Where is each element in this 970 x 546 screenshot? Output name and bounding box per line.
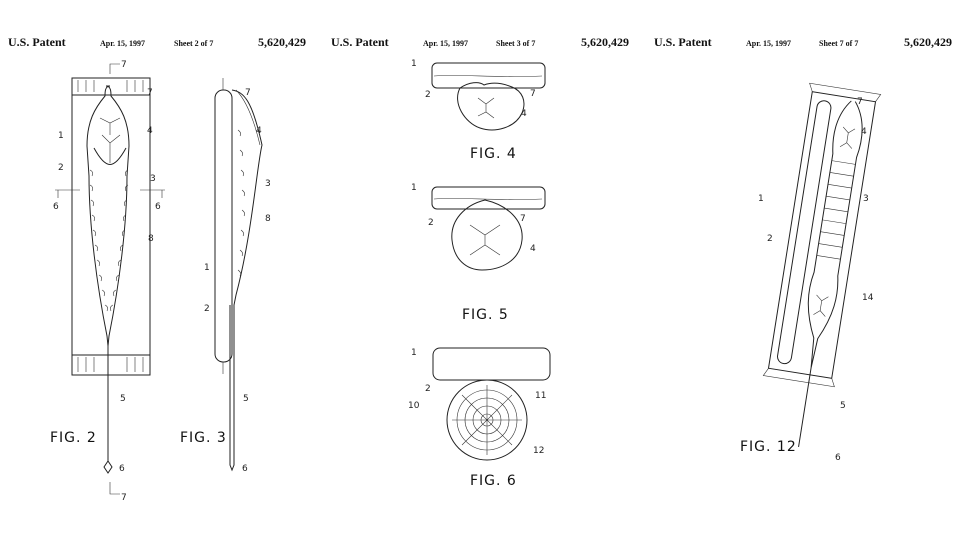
patent-label: U.S. Patent [331, 35, 389, 49]
ref-numeral: 2 [204, 304, 210, 314]
ref-numeral: 11 [535, 391, 546, 401]
ref-numeral: 7 [530, 89, 536, 99]
figure-caption: FIG. 2 [50, 430, 97, 446]
figure-5: 1 2 7 4 FIG. 5 [411, 183, 546, 323]
figure-caption: FIG. 3 [180, 430, 227, 446]
patent-label: U.S. Patent [654, 35, 712, 49]
patent-date: Apr. 15, 1997 [746, 39, 792, 48]
ref-numeral: 14 [862, 293, 874, 303]
ref-numeral: 4 [147, 126, 153, 136]
figure-4: 1 2 7 4 FIG. 4 [411, 59, 546, 162]
patent-date: Apr. 15, 1997 [423, 39, 469, 48]
ref-numeral: 8 [265, 214, 271, 224]
figure-caption: FIG. 6 [470, 473, 517, 489]
ref-numeral: 3 [265, 179, 271, 189]
ref-numeral: 3 [863, 194, 869, 204]
ref-numeral: 6 [155, 202, 161, 212]
ref-numeral: 6 [242, 464, 248, 474]
ref-numeral: 6 [835, 453, 841, 463]
figure-caption: FIG. 12 [740, 439, 797, 455]
patent-label: U.S. Patent [8, 35, 66, 49]
ref-numeral: 4 [256, 126, 262, 136]
ref-numeral: 4 [521, 109, 527, 119]
ref-numeral: 8 [148, 234, 154, 244]
ref-numeral: 2 [428, 218, 434, 228]
ref-numeral: 3 [150, 174, 156, 184]
patent-number: 5,620,429 [258, 35, 306, 49]
ref-numeral: 5 [120, 394, 126, 404]
sheet-number: Sheet 2 of 7 [174, 39, 214, 48]
ref-numeral: 12 [533, 446, 544, 456]
ref-numeral: 5 [840, 401, 846, 411]
figure-12: 7 4 3 1 2 14 5 6 FIG. 12 [740, 82, 882, 463]
ref-numeral: 10 [408, 401, 420, 411]
figure-6: 1 2 11 10 12 FIG. 6 [408, 347, 551, 489]
ref-numeral: 5 [243, 394, 249, 404]
ref-numeral: 1 [411, 59, 417, 69]
ref-numeral: 2 [767, 234, 773, 244]
figure-2: 7 7 4 1 2 3 6 6 8 5 6 7 FIG. 2 [50, 60, 165, 503]
ref-numeral: 7 [147, 88, 153, 98]
ref-numeral: 7 [121, 493, 127, 503]
sheet-number: Sheet 3 of 7 [496, 39, 536, 48]
figure-caption: FIG. 4 [470, 146, 517, 162]
figure-3: 7 4 3 8 1 2 5 6 FIG. 3 [180, 78, 271, 474]
ref-numeral: 2 [58, 163, 64, 173]
patent-date: Apr. 15, 1997 [100, 39, 146, 48]
ref-numeral: 2 [425, 384, 431, 394]
ref-numeral: 7 [857, 97, 863, 107]
ref-numeral: 4 [530, 244, 536, 254]
sheet-number: Sheet 7 of 7 [819, 39, 859, 48]
patent-number: 5,620,429 [904, 35, 952, 49]
ref-numeral: 1 [411, 183, 417, 193]
ref-numeral: 7 [520, 214, 526, 224]
ref-numeral: 1 [411, 348, 417, 358]
ref-numeral: 7 [245, 88, 251, 98]
ref-numeral: 6 [119, 464, 125, 474]
ref-numeral: 4 [861, 127, 867, 137]
ref-numeral: 6 [53, 202, 59, 212]
ref-numeral: 1 [758, 194, 764, 204]
ref-numeral: 1 [204, 263, 210, 273]
figure-caption: FIG. 5 [462, 307, 509, 323]
patent-number: 5,620,429 [581, 35, 629, 49]
ref-numeral: 1 [58, 131, 64, 141]
ref-numeral: 2 [425, 90, 431, 100]
ref-numeral: 7 [121, 60, 127, 70]
